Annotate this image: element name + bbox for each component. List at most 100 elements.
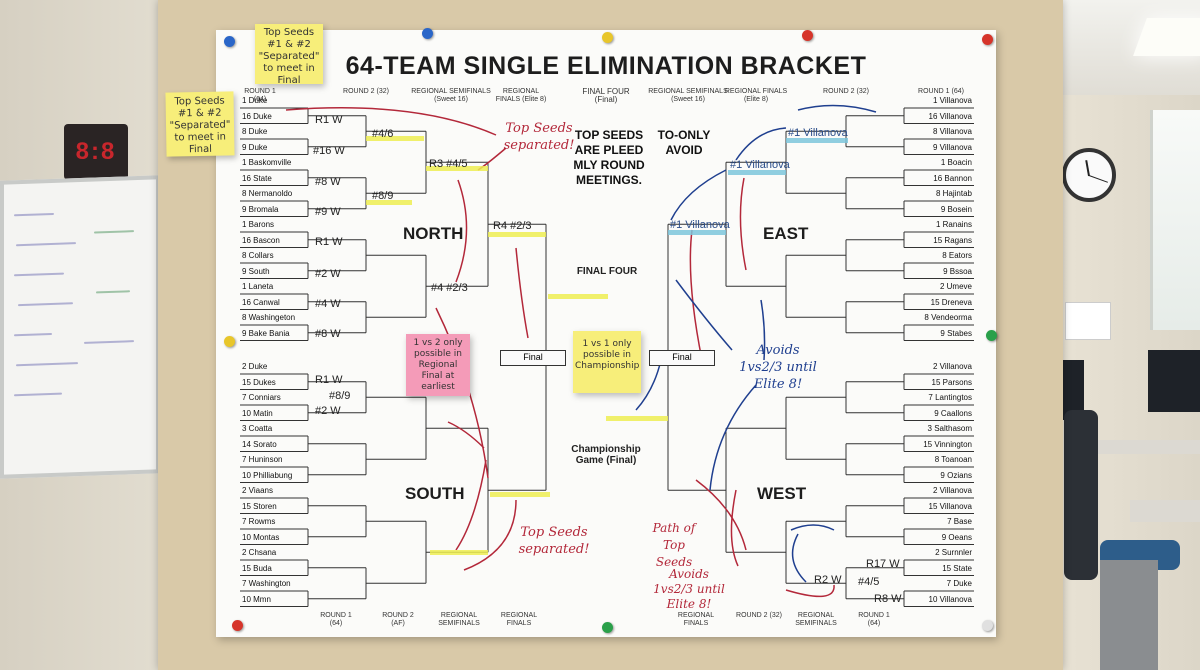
label: R2 W (814, 574, 842, 586)
wall-clock (1062, 148, 1116, 202)
team-slot: 2 Duke (242, 362, 268, 371)
team-slot: 1 Barons (242, 220, 275, 229)
team-slot: 9 Bosein (940, 204, 972, 214)
team-slot: 10 Philliabung (242, 470, 293, 480)
team-slot: 9 Bromala (242, 204, 279, 214)
team-slot: 2 Viaans (242, 486, 273, 495)
team-slot: 15 Storen (242, 501, 277, 511)
pushpin (422, 28, 433, 39)
team-slot: 1 Boacin (940, 158, 972, 167)
team-slot: 7 Conniars (242, 393, 281, 402)
team-slot: 8 Vendeorma (924, 313, 972, 322)
team-slot: 16 Villanova (928, 111, 972, 121)
team-slot: 8 Washingeton (242, 313, 296, 322)
team-slot: 8 Nermanoldo (242, 189, 293, 198)
sticky-note-championship: 1 vs 1 only possible in Championship (573, 331, 641, 393)
label: #1 Villanova (788, 127, 848, 139)
note-top-seeds-separated: Top Seeds separated! (503, 121, 575, 153)
final-four-label: FINAL FOUR (576, 266, 638, 277)
team-slot: 3 Salthasom (927, 424, 972, 433)
team-slot: 7 Huninson (242, 455, 283, 464)
blue-arrow (675, 279, 733, 351)
red-arrow (785, 584, 835, 598)
team-slot: 9 Duke (242, 142, 268, 152)
label: #1 Villanova (670, 219, 730, 231)
team-slot: 8 Toanoan (934, 455, 972, 464)
office-background (1060, 350, 1200, 670)
note-top-seeds-separated-2: Top Seeds separated! (518, 525, 590, 557)
team-slot: 16 State (242, 173, 272, 183)
blue-arrow (709, 384, 757, 491)
team-slot: 8 Collars (242, 251, 274, 260)
team-slot: 15 Dreneva (930, 297, 972, 307)
region-south: SOUTH (405, 484, 465, 503)
team-slot: 2 Chsana (242, 548, 277, 557)
championship-label: Championship Game (Final) (571, 444, 641, 466)
team-slot: 2 Umeve (939, 282, 972, 291)
team-slot: 9 South (242, 266, 270, 276)
team-slot: 15 State (942, 563, 972, 573)
center-note: TOP SEEDS ARE PLEED MLY ROUND MEETINGS. (573, 128, 645, 187)
team-slot: 9 Bake Bania (242, 328, 290, 338)
label: #8/9 (372, 190, 394, 202)
header-l-r1: ROUND 1 (64) (244, 88, 276, 103)
bracket-title: 64-TEAM SINGLE ELIMINATION BRACKET (345, 52, 867, 80)
highlight (668, 230, 726, 235)
team-slot: 15 Buda (242, 563, 272, 573)
red-arrow (455, 179, 468, 283)
footer-r-r3: REGIONAL SEMIFINALS (795, 612, 837, 627)
pushpin (224, 336, 235, 347)
highlight (490, 492, 550, 497)
highlight (488, 232, 546, 237)
team-slot: 14 Sorato (242, 439, 277, 449)
team-slot: 2 Surnnler (935, 548, 972, 557)
team-slot: 10 Matin (242, 408, 273, 418)
team-slot: 15 Villanova (928, 501, 972, 511)
blue-arrow (797, 104, 877, 113)
red-arrow (730, 489, 739, 567)
wall-sign (1065, 302, 1111, 340)
team-slot: 8 Hajintab (935, 189, 972, 198)
pushpin (232, 620, 243, 631)
highlight (606, 416, 668, 421)
pushpin (982, 620, 993, 631)
label: #16 W (313, 145, 345, 157)
label: R3 #4/5 (429, 158, 468, 170)
label: #8/9 (329, 390, 351, 402)
window (1150, 110, 1200, 330)
region-west: WEST (757, 484, 807, 503)
final-box-left: Final (500, 350, 566, 366)
highlight (426, 166, 488, 171)
team-slot: 15 Vinnington (923, 439, 972, 449)
label: #1 Villanova (730, 159, 790, 171)
label: #8 W (315, 176, 341, 188)
red-arrow (689, 229, 703, 361)
team-slot: 16 Bannon (933, 173, 972, 183)
pushpin (986, 330, 997, 341)
highlight (366, 200, 412, 205)
red-arrow (515, 247, 529, 339)
blue-arrow (760, 299, 766, 361)
blue-arrow (791, 533, 807, 583)
header-l-r4: REGIONAL FINALS (Elite 8) (495, 88, 547, 103)
team-slot: 9 Ozians (940, 470, 972, 480)
footer-l-r1: ROUND 1 (64) (320, 612, 352, 627)
footer-l-r4: REGIONAL FINALS (500, 612, 538, 627)
team-slot: 1 Ranains (935, 220, 972, 229)
label: #4 #2/3 (431, 282, 468, 294)
header-final-four: FINAL FOUR (Final) (582, 87, 630, 104)
team-slot: 15 Dukes (242, 377, 276, 387)
red-arrow (447, 421, 485, 449)
blue-arrow (790, 524, 835, 531)
highlight (548, 294, 608, 299)
highlight (366, 136, 424, 141)
team-slot: 7 Washington (242, 579, 291, 588)
team-slot: 9 Oeans (941, 532, 972, 542)
header-r-r3: REGIONAL SEMIFINALS (Sweet 16) (648, 88, 728, 103)
red-arrow (455, 459, 487, 551)
whiteboard (0, 175, 160, 479)
highlight (786, 138, 848, 143)
red-arrow (285, 107, 497, 136)
red-arrow (739, 177, 747, 271)
team-slot: 7 Duke (946, 579, 972, 588)
